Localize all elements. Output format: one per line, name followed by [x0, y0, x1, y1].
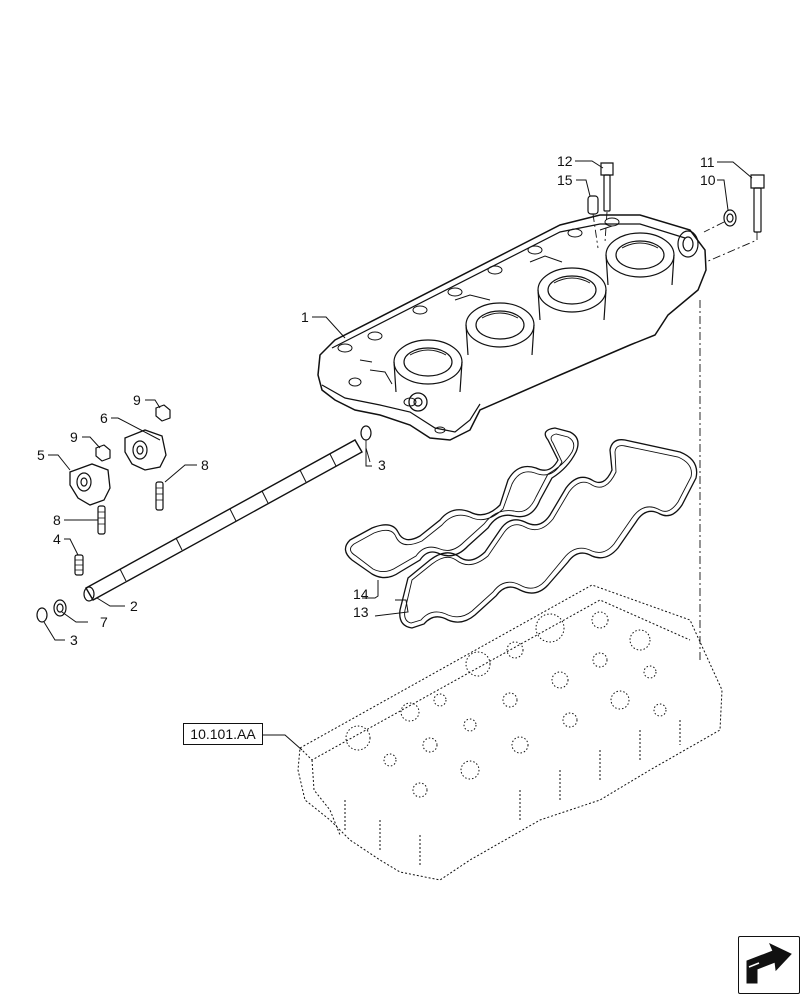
callout-9-lower: 9 [70, 429, 78, 445]
callout-9-upper: 9 [133, 392, 141, 408]
callout-10: 10 [700, 172, 716, 188]
callout-3-upper: 3 [378, 457, 386, 473]
callout-8-lower: 8 [53, 512, 61, 528]
rocker-shaft [83, 439, 363, 602]
rocker-arm-left [69, 463, 111, 506]
adjusting-screw [97, 481, 164, 535]
callout-4: 4 [53, 531, 61, 547]
callout-6: 6 [100, 410, 108, 426]
washer [53, 599, 67, 617]
dowel-15 [587, 195, 599, 215]
callout-12: 12 [557, 153, 573, 169]
plug-upper [360, 425, 372, 441]
callout-5: 5 [37, 447, 45, 463]
callout-8-upper: 8 [201, 457, 209, 473]
gasket-inner [344, 427, 579, 579]
callout-14: 14 [353, 586, 369, 602]
callout-2: 2 [130, 598, 138, 614]
callout-1: 1 [301, 309, 309, 325]
leader-lines [43, 160, 753, 751]
rocker-housing [317, 214, 707, 441]
seal-10 [723, 209, 737, 227]
next-page-arrow-icon [746, 942, 792, 984]
reference-link-cylinder-head[interactable]: 10.101.AA [183, 723, 263, 745]
plug-lower [36, 607, 48, 623]
next-page-button[interactable] [738, 936, 800, 994]
callout-11: 11 [700, 154, 715, 170]
adjusting-nut [95, 404, 171, 462]
bolt-11 [750, 174, 765, 233]
spring [74, 554, 84, 576]
callout-15: 15 [557, 172, 573, 188]
callout-3-lower: 3 [70, 632, 78, 648]
rocker-arm-right [124, 429, 167, 471]
callout-7: 7 [100, 614, 108, 630]
alignment-lines [592, 211, 758, 660]
bolt-12 [600, 162, 614, 212]
gasket-outer [399, 439, 698, 629]
callout-13: 13 [353, 604, 369, 620]
cylinder-head-reference [297, 584, 723, 881]
